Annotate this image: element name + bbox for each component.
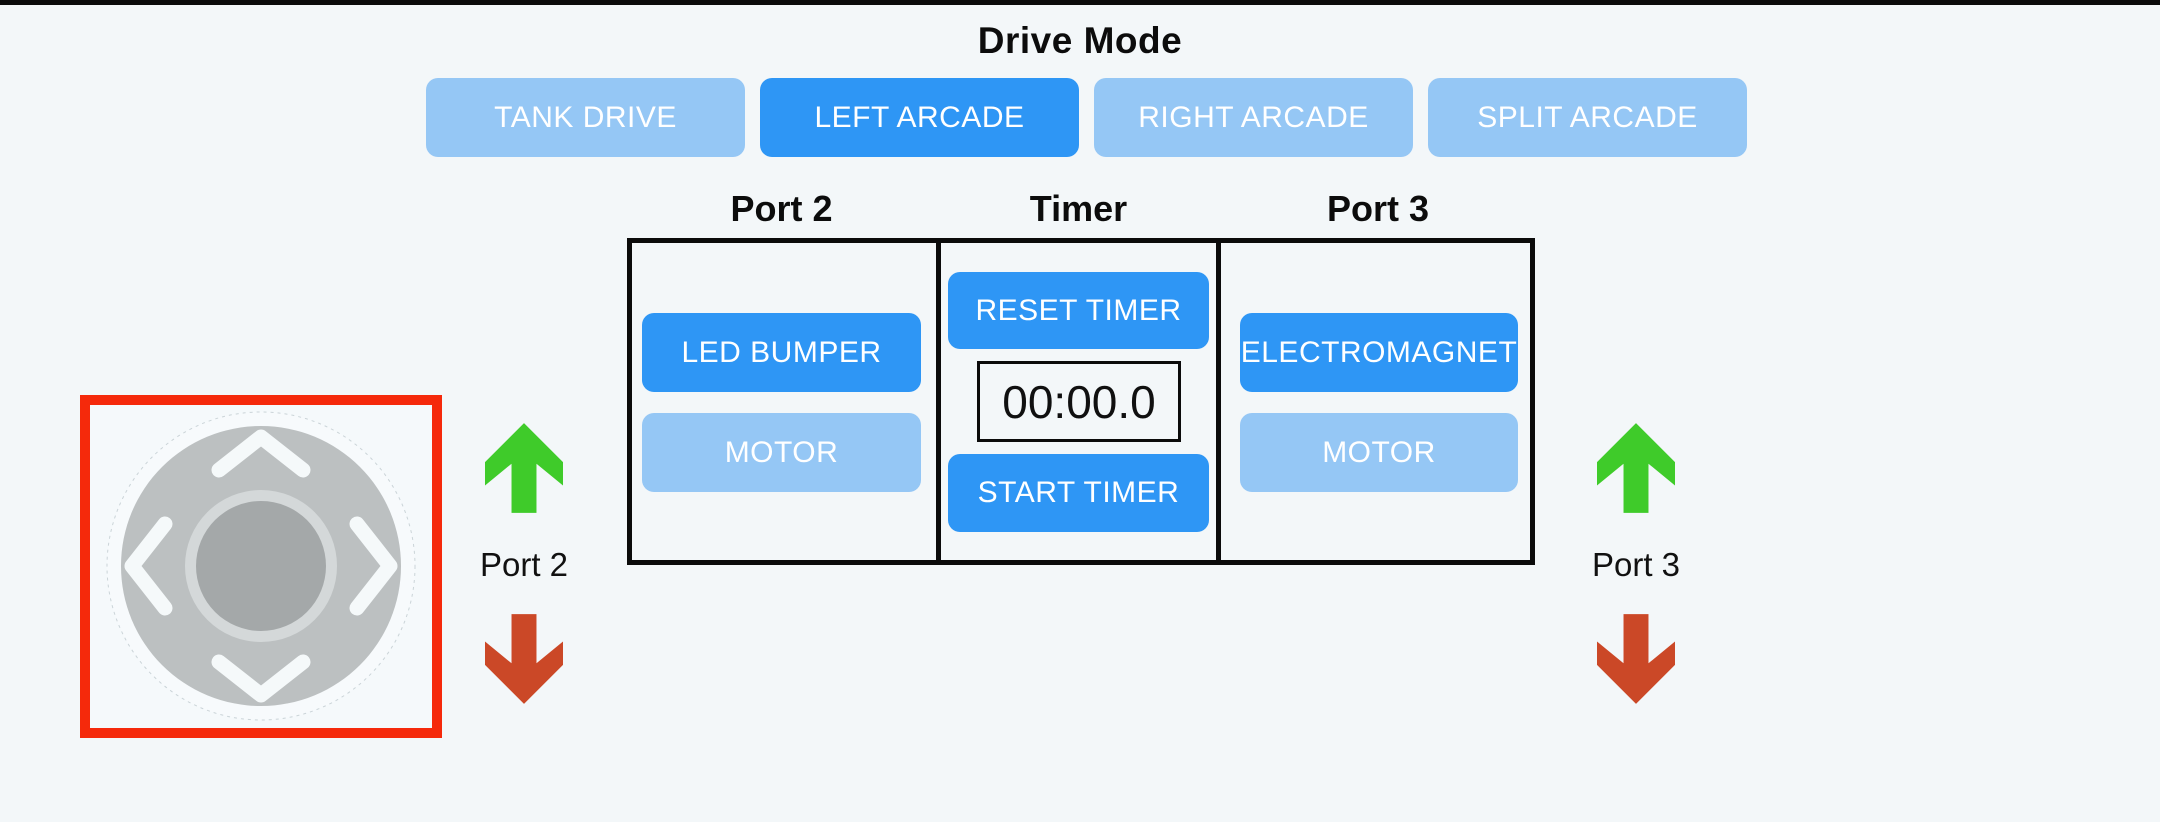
left-arcade-button[interactable]: LEFT ARCADE xyxy=(760,78,1079,157)
drive-mode-button-group: TANK DRIVE LEFT ARCADE RIGHT ARCADE SPLI… xyxy=(426,78,1747,157)
dpad-down-chevron-icon xyxy=(211,654,311,703)
split-arcade-button[interactable]: SPLIT ARCADE xyxy=(1428,78,1747,157)
green-up-arrow-icon[interactable] xyxy=(485,422,563,514)
port3-motor-button[interactable]: MOTOR xyxy=(1240,413,1518,492)
joystick-dpad-icon[interactable] xyxy=(101,406,421,726)
electromagnet-button[interactable]: ELECTROMAGNET xyxy=(1240,313,1518,392)
joystick-knob xyxy=(196,501,326,631)
led-bumper-button[interactable]: LED BUMPER xyxy=(642,313,921,392)
page-title: Drive Mode xyxy=(977,20,1183,61)
port2-cell: LED BUMPER MOTOR xyxy=(632,243,941,560)
dpad-left-chevron-icon xyxy=(124,516,173,616)
red-down-arrow-icon[interactable] xyxy=(485,613,563,705)
timer-cell: RESET TIMER 00:00.0 START TIMER xyxy=(941,243,1221,560)
timer-display: 00:00.0 xyxy=(977,361,1181,442)
dpad-right-chevron-icon xyxy=(349,516,398,616)
dpad-up-chevron-icon xyxy=(211,429,311,478)
port2-motor-button[interactable]: MOTOR xyxy=(642,413,921,492)
reset-timer-button[interactable]: RESET TIMER xyxy=(948,272,1209,349)
red-down-arrow-icon[interactable] xyxy=(1597,613,1675,705)
port3-column-header: Port 3 xyxy=(1326,188,1430,229)
window-top-edge xyxy=(0,0,2160,5)
right-arcade-button[interactable]: RIGHT ARCADE xyxy=(1094,78,1413,157)
port3-motor-indicator: Port 3 xyxy=(1566,422,1706,705)
green-up-arrow-icon[interactable] xyxy=(1597,422,1675,514)
port2-indicator-label: Port 2 xyxy=(479,546,569,583)
device-panel: LED BUMPER MOTOR RESET TIMER 00:00.0 STA… xyxy=(627,238,1535,565)
port3-cell: ELECTROMAGNET MOTOR xyxy=(1221,243,1530,560)
start-timer-button[interactable]: START TIMER xyxy=(948,454,1209,532)
port3-indicator-label: Port 3 xyxy=(1591,546,1681,583)
tank-drive-button[interactable]: TANK DRIVE xyxy=(426,78,745,157)
port2-column-header: Port 2 xyxy=(730,188,833,229)
joystick-selection-box[interactable] xyxy=(80,395,442,738)
timer-column-header: Timer xyxy=(1029,188,1128,229)
port2-motor-indicator: Port 2 xyxy=(454,422,594,705)
